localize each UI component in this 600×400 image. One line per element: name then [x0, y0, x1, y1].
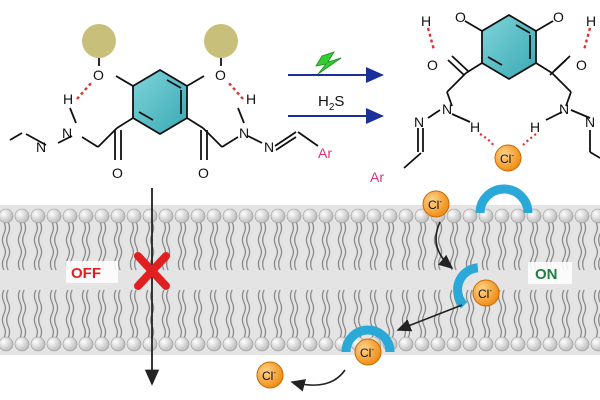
atom-n-r4: N: [585, 114, 595, 130]
atom-h-top-left: H: [421, 13, 431, 29]
on-pathway: ON Cl- Cl- Cl- Cl-: [256, 184, 572, 392]
aryl-label-right: Ar: [370, 169, 384, 185]
svg-text:Cl-: Cl-: [500, 151, 514, 166]
hbond-left: [76, 81, 244, 100]
atom-h-nh-left: H: [470, 119, 480, 135]
atom-o-carbonyl-right: O: [198, 165, 209, 181]
svg-text:Cl-: Cl-: [428, 197, 442, 212]
atom-n-r2: N: [414, 114, 424, 130]
atom-n-r3: N: [559, 101, 569, 117]
atom-n-right-2: N: [264, 139, 274, 155]
off-pathway: OFF: [66, 188, 170, 386]
chloride-transit: Cl-: [472, 279, 500, 307]
carrier-mid: [453, 263, 479, 309]
chloride-carried: Cl-: [354, 338, 382, 366]
hbond-right: [426, 27, 592, 51]
atom-n-left-1: N: [62, 125, 72, 141]
benzene-ring-right: [481, 13, 537, 81]
aryl-label: Ar: [318, 145, 332, 161]
protected-precursor: O O H H N N N N O O Ar: [9, 24, 332, 181]
chloride-released: Cl-: [256, 361, 284, 389]
atom-n-left-2: N: [36, 139, 46, 155]
blocked-cross-icon: [134, 252, 170, 290]
protecting-group-right: [204, 24, 238, 58]
atom-n-right-1: N: [239, 125, 249, 141]
atom-o-right: O: [215, 67, 226, 83]
svg-text:Cl-: Cl-: [262, 368, 276, 383]
svg-text:Cl-: Cl-: [360, 345, 374, 360]
atom-o-carbonyl-left-r: O: [427, 57, 438, 73]
atom-h-nh-right: H: [530, 119, 540, 135]
atom-o-left: O: [93, 67, 104, 83]
atom-h-right: H: [246, 91, 256, 107]
off-label: OFF: [71, 265, 101, 282]
activated-receptor: H O O H O O N N N N H H Ar Cl-: [370, 9, 600, 185]
atom-o-carbonyl-right-r: O: [576, 57, 587, 73]
benzene-ring-left: [132, 68, 188, 136]
lipid-bilayer: [0, 205, 600, 355]
svg-text:Cl-: Cl-: [478, 286, 492, 301]
atom-o-top-right: O: [553, 9, 564, 25]
atom-n-r1: N: [442, 101, 452, 117]
carrier-bottom: [341, 325, 395, 353]
atom-h-top-right: H: [586, 13, 596, 29]
reaction-arrows: H2S: [288, 51, 384, 124]
protecting-group-left: [82, 24, 116, 58]
atom-h-left: H: [63, 91, 73, 107]
reagent-label: H2S: [318, 93, 344, 113]
carrier-empty: [475, 184, 533, 214]
chloride-bound: Cl-: [494, 144, 522, 172]
hbond-chloride: [479, 133, 537, 147]
atom-o-carbonyl-left: O: [112, 165, 123, 181]
atom-o-top-left: O: [455, 9, 466, 25]
on-label: ON: [535, 266, 558, 283]
lightning-icon: [315, 51, 342, 75]
chloride-entry: Cl-: [422, 190, 450, 218]
